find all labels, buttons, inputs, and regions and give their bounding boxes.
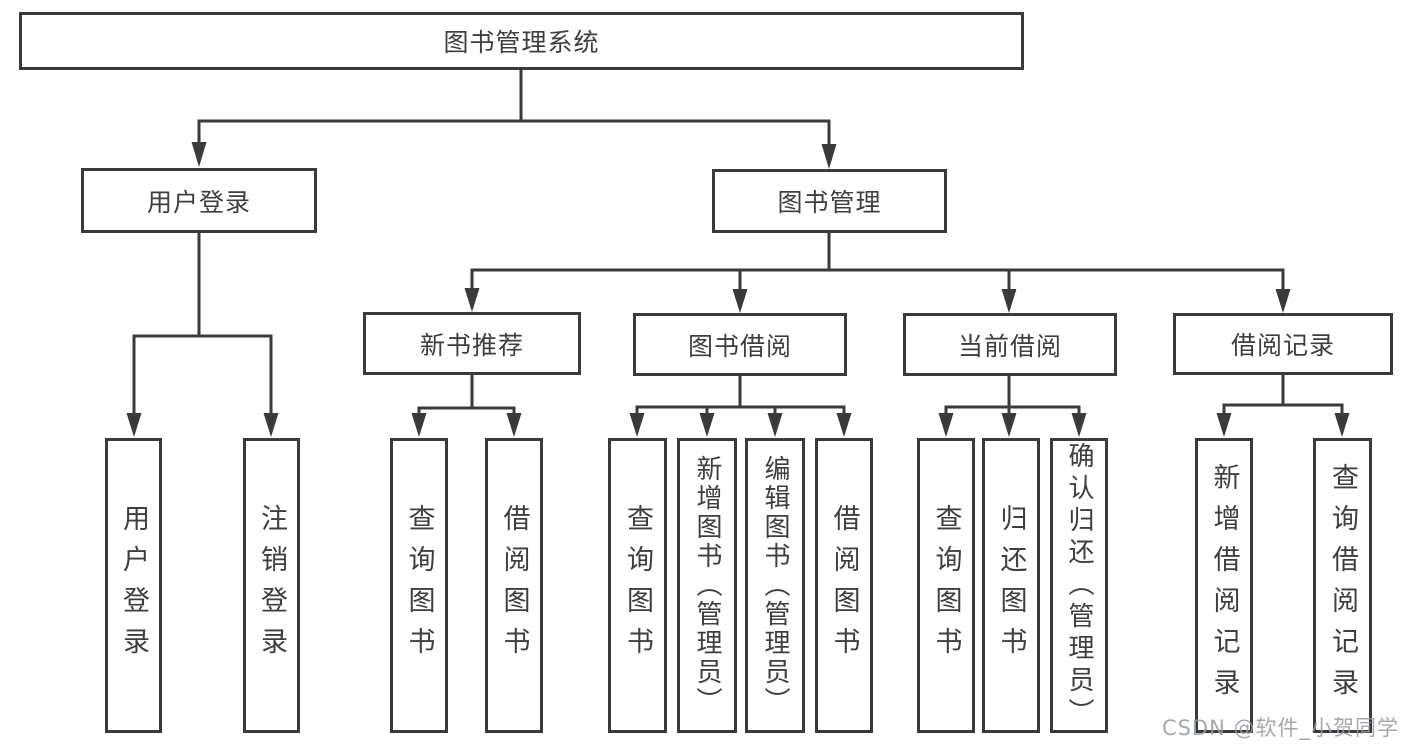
node-label: 用户登录: [118, 503, 149, 668]
node-label: 查询图书: [622, 503, 653, 668]
leaf-confirm-return-admin: 确认归还（管理员）: [1050, 438, 1108, 733]
node-borrowing-records: 借阅记录: [1173, 313, 1393, 375]
leaf-add-book-admin: 新增图书（管理员）: [677, 438, 737, 733]
connector-current-borrowing: [944, 376, 1081, 416]
node-library-system: 图书管理系统: [19, 12, 1024, 70]
leaf-add-borrow-record: 新增借阅记录: [1195, 438, 1253, 733]
node-label: 借阅图书: [828, 503, 860, 668]
node-label: 借阅图书: [498, 503, 530, 668]
csdn-watermark: CSDN @软件_小贺同学: [1161, 716, 1399, 740]
node-label: 新增借阅记录: [1208, 462, 1240, 709]
leaf-query-borrow-record: 查询借阅记录: [1313, 438, 1372, 733]
leaf-edit-book-admin: 编辑图书（管理员）: [745, 438, 805, 733]
leaf-borrow-books: 借阅图书: [815, 438, 873, 733]
node-current-borrowing: 当前借阅: [903, 313, 1117, 376]
node-book-borrowing: 图书借阅: [633, 313, 847, 376]
node-new-book-recommend: 新书推荐: [363, 312, 581, 375]
node-label: 用户登录: [146, 187, 251, 217]
leaf-query-books-borrowing: 查询图书: [608, 438, 667, 733]
connector-root-to-level2: [197, 70, 831, 146]
node-label: 编辑图书（管理员）: [760, 455, 790, 716]
connector-new-book-recommend: [417, 375, 516, 416]
node-label: 查询借阅记录: [1327, 462, 1358, 709]
leaf-query-books-current: 查询图书: [917, 438, 975, 733]
node-label: 当前借阅: [957, 331, 1062, 361]
connector-borrowing-records: [1222, 375, 1344, 416]
node-label: 新增图书（管理员）: [692, 455, 722, 716]
node-label: 新书推荐: [419, 330, 524, 360]
node-label: 归还图书: [995, 503, 1027, 668]
leaf-borrow-books-recommend: 借阅图书: [485, 438, 543, 733]
leaf-user-login: 用户登录: [105, 438, 162, 733]
connector-book-management-branch: [470, 233, 1285, 291]
node-label: 查询图书: [403, 503, 435, 668]
node-label: 图书管理: [777, 188, 882, 217]
node-book-management: 图书管理: [712, 169, 947, 233]
leaf-query-books-recommend: 查询图书: [390, 438, 448, 733]
leaf-return-books: 归还图书: [982, 438, 1040, 733]
node-label: 查询图书: [930, 503, 962, 668]
node-user-login-branch: 用户登录: [81, 168, 317, 233]
connector-user-login-branch: [132, 233, 273, 416]
node-label: 借阅记录: [1230, 331, 1335, 360]
node-label: 确认归还（管理员）: [1064, 441, 1094, 730]
node-label: 图书借阅: [687, 331, 792, 361]
node-label: 图书管理系统: [443, 28, 600, 57]
leaf-logout: 注销登录: [243, 438, 300, 733]
node-label: 注销登录: [256, 503, 287, 668]
connector-book-borrowing: [635, 376, 846, 416]
